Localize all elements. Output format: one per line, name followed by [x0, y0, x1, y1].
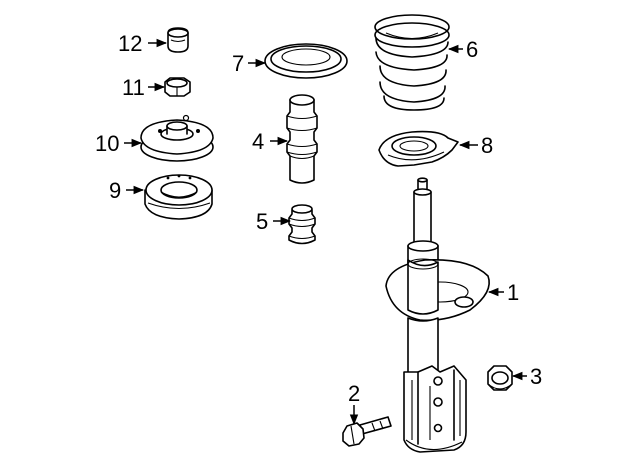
callout-9: 9: [109, 178, 121, 203]
callout-2: 2: [348, 381, 360, 406]
callout-6: 6: [466, 37, 478, 62]
bearing-part: [144, 174, 213, 220]
cap-part: [167, 27, 189, 53]
callout-arrows: [124, 38, 527, 426]
flange-nut-part: [487, 365, 513, 391]
callout-10: 10: [95, 131, 119, 156]
spring-insulator-part: [264, 43, 348, 79]
dust-boot-part: [286, 94, 318, 184]
callout-12: 12: [118, 31, 142, 56]
callout-8: 8: [481, 133, 493, 158]
callout-5: 5: [256, 209, 268, 234]
bump-stop-part: [288, 204, 316, 245]
callout-7: 7: [232, 51, 244, 76]
callout-11: 11: [122, 75, 145, 100]
callout-labels: 1 2 3 4 5 6 7 8 9 10 11 12: [95, 31, 542, 406]
callout-4: 4: [252, 129, 264, 154]
strut-mount-part: [140, 114, 214, 162]
mount-nut-part: [164, 77, 191, 97]
lower-spring-seat-part: [378, 130, 459, 167]
strut-assembly-part: [385, 177, 490, 453]
coil-spring-part: [374, 14, 450, 111]
callout-1: 1: [507, 280, 519, 305]
callout-3: 3: [530, 364, 542, 389]
strut-bolt-part: [342, 416, 392, 447]
